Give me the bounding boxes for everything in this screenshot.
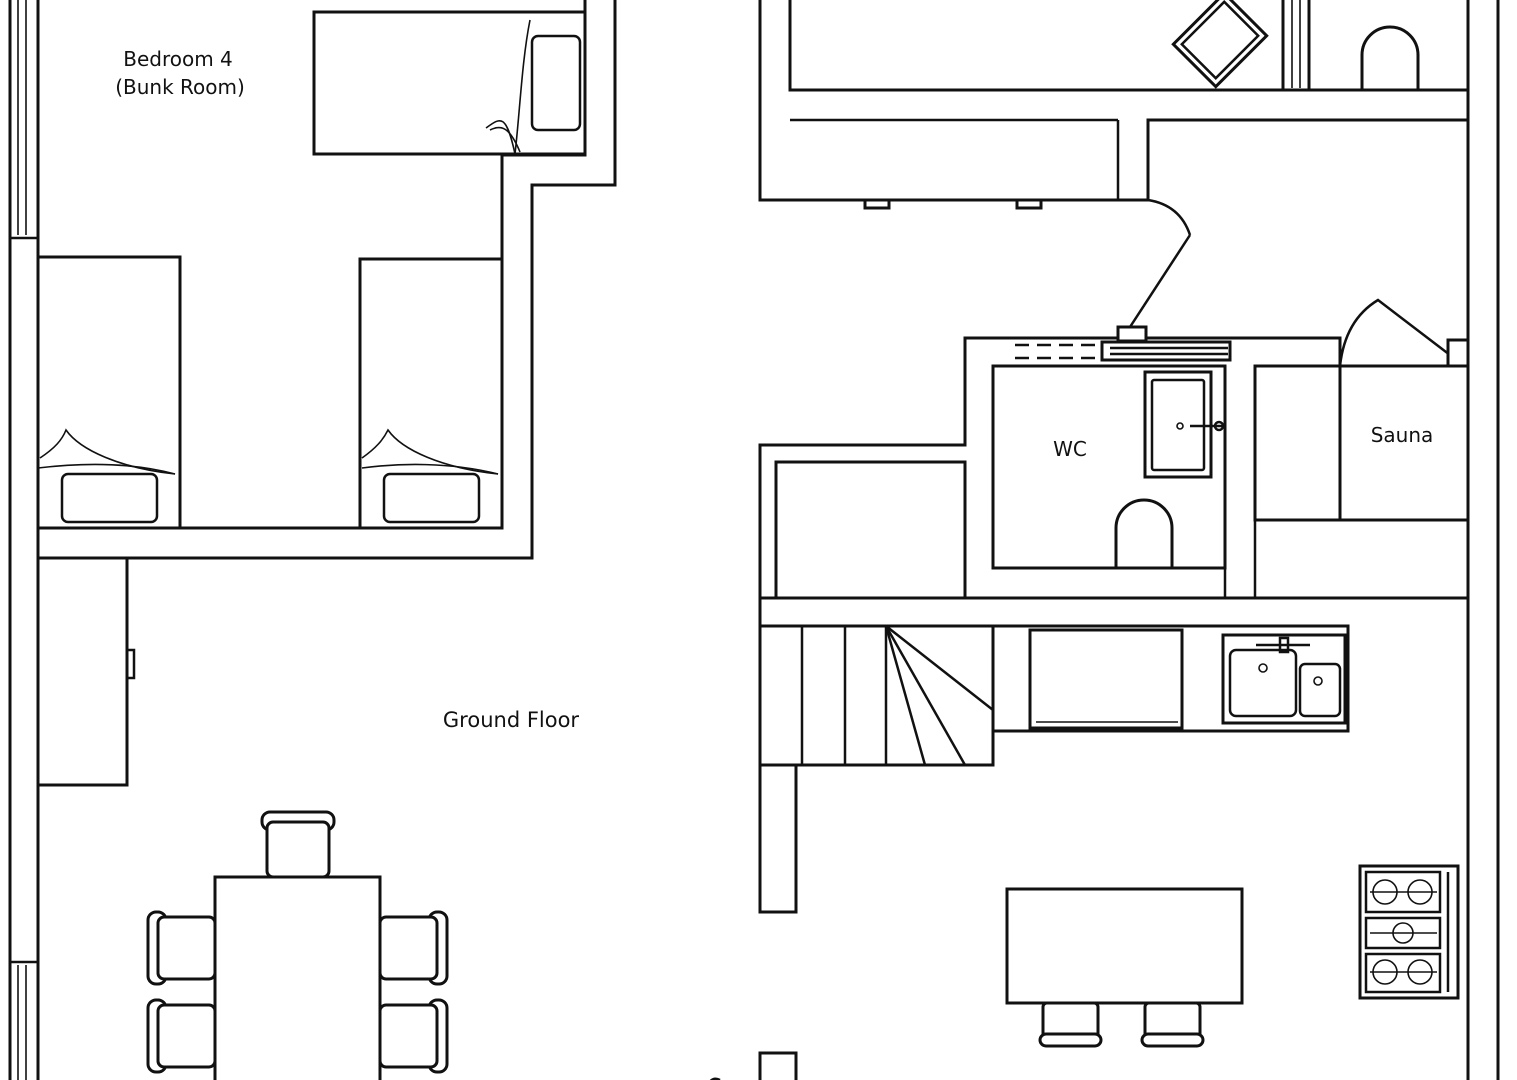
toilet — [1360, 25, 1420, 92]
room-label-sauna: Sauna — [1371, 423, 1434, 447]
kitchen — [709, 628, 1460, 1080]
kitchen-appliance — [1028, 628, 1184, 730]
stool — [1140, 1001, 1205, 1048]
room-label-bunk-room: (Bunk Room) — [115, 75, 245, 99]
stove — [1358, 864, 1460, 1000]
kitchen-island — [1005, 887, 1244, 1005]
staircase — [758, 598, 1350, 914]
dining-set — [146, 810, 449, 1080]
stool — [1038, 1001, 1103, 1048]
wc-sauna-block: WC Sauna — [758, 298, 1470, 600]
dining-table — [213, 875, 382, 1080]
bedroom-4: Bedroom 4 (Bunk Room) — [36, 0, 617, 560]
chair — [146, 910, 217, 986]
kitchen-sink — [1221, 633, 1347, 725]
bunk-bed-right — [358, 257, 504, 530]
wc-toilet — [1114, 498, 1174, 570]
room-label-bedroom-4: Bedroom 4 — [123, 47, 233, 71]
bunk-bed-top — [312, 10, 587, 156]
chair — [378, 998, 449, 1074]
chair — [378, 910, 449, 986]
floor-label: Ground Floor — [443, 708, 580, 732]
upper-bathroom — [758, 0, 1470, 328]
chair — [260, 810, 336, 879]
wardrobe — [36, 556, 136, 787]
room-label-wc: WC — [1053, 437, 1087, 461]
bunk-bed-left — [36, 255, 182, 530]
chair — [146, 998, 217, 1074]
